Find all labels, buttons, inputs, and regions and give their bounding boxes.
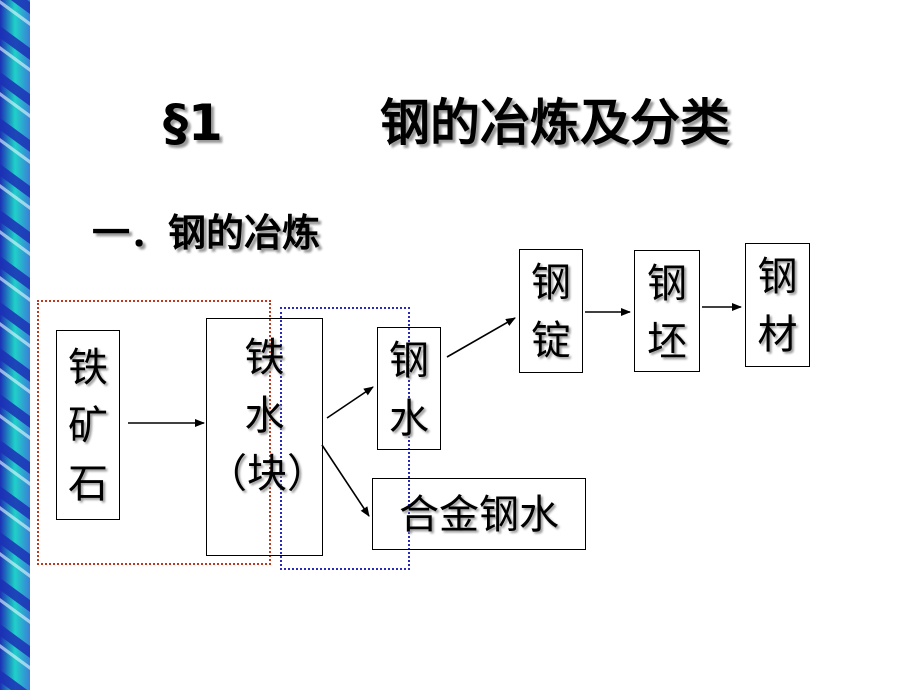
node-molten-steel-char: 钢	[389, 338, 429, 384]
node-billet-char: 坯	[647, 319, 687, 365]
page-title: 钢的冶炼及分类	[380, 94, 730, 152]
node-billet: 钢 坯	[634, 250, 700, 372]
node-molten-iron-char: （块）	[207, 451, 327, 497]
node-iron-ore: 铁 矿 石	[56, 330, 120, 520]
node-molten-iron: 铁 水 （块）	[206, 318, 327, 556]
node-molten-iron-char: 铁	[244, 335, 285, 381]
iron-making-group-outline	[37, 300, 271, 565]
node-iron-ore-char: 石	[68, 461, 108, 507]
decorative-stripe	[0, 0, 30, 690]
node-iron-ore-char: 矿	[68, 403, 108, 449]
node-ingot-char: 锭	[531, 318, 571, 364]
node-steel-product: 钢 材	[745, 243, 810, 367]
node-molten-steel-char: 水	[389, 396, 429, 442]
node-billet-char: 钢	[647, 261, 687, 307]
steel-making-group-outline	[280, 307, 410, 570]
node-alloy-steel-label: 合金钢水	[399, 492, 559, 538]
node-molten-steel: 钢 水	[377, 327, 441, 450]
node-steel-product-char: 材	[757, 312, 798, 358]
arrow-steel-to-ingot	[446, 317, 516, 358]
node-ingot-char: 钢	[531, 260, 571, 306]
node-alloy-steel: 合金钢水	[372, 478, 586, 550]
node-iron-ore-char: 铁	[68, 345, 108, 391]
page-title-section: §1	[163, 94, 223, 152]
section-subtitle: 一．钢的冶炼	[92, 211, 321, 255]
node-molten-iron-char: 水	[244, 393, 285, 439]
node-steel-product-char: 钢	[757, 254, 798, 300]
node-ingot: 钢 锭	[519, 249, 583, 373]
